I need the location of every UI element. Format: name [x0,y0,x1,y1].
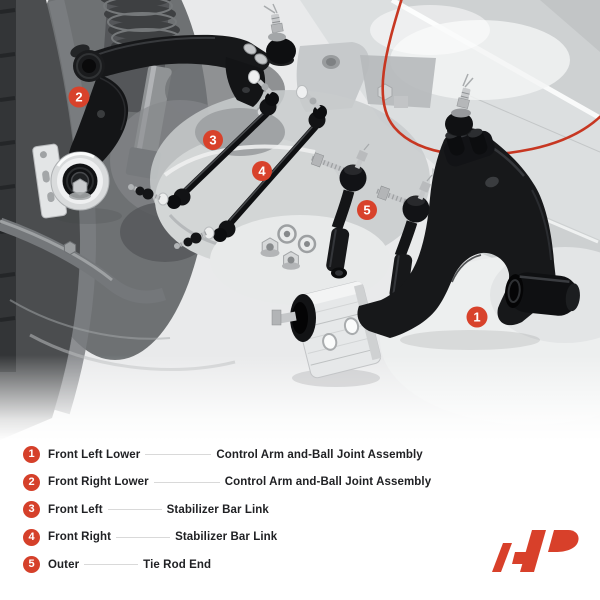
legend-connector-4 [116,536,171,538]
legend-marker-2: 2 [23,473,40,491]
part-control-arm-right [271,73,580,387]
part-tie-rod-end-a [310,143,370,279]
ball-joint-left [263,3,296,66]
parts-legend: 1 Front Left Lower Control Arm and-Ball … [23,445,431,574]
legend-connector-3 [107,509,162,510]
legend-part-4: Stabilizer Bar Link [175,531,278,543]
parts-photo: 1 2 3 4 5 [0,0,600,441]
callout-number-1: 1 [473,310,480,325]
legend-part-1: Control Arm and-Ball Joint Assembly [216,448,423,461]
legend-position-2: Front Right Lower [48,476,149,488]
legend-row-1: 1 Front Left Lower Control Arm and-Ball … [23,445,431,464]
photo-bottom-fade [0,355,600,441]
legend-marker-1: 1 [23,446,40,463]
bushing-left [50,151,110,211]
legend-row-5: 5 Outer Tie Rod End [23,555,431,574]
legend-marker-3: 3 [23,501,40,518]
callout-marker-3: 3 [203,130,223,150]
part-stabilizer-link-left [128,70,279,209]
part-stabilizer-link-right [174,85,327,249]
legend-connector-1 [145,454,212,455]
legend-connector-2 [153,481,220,483]
legend-marker-5: 5 [23,556,40,573]
ball-joint-right [445,73,474,136]
callout-number-5: 5 [363,203,370,218]
legend-row-2: 2 Front Right Lower Control Arm and-Ball… [23,473,431,492]
callout-marker-2: 2 [68,86,90,108]
legend-position-5: Outer [48,558,80,571]
legend-marker-4: 4 [23,528,40,546]
legend-position-1: Front Left Lower [48,448,141,461]
callout-marker-5: 5 [357,200,377,220]
callout-number-4: 4 [258,164,266,179]
legend-row-3: 3 Front Left Stabilizer Bar Link [23,500,431,519]
legend-part-3: Stabilizer Bar Link [166,503,269,516]
legend-part-5: Tie Rod End [143,558,212,571]
accent-arc [381,0,600,157]
part-hardware [260,224,317,270]
legend-position-4: Front Right [48,531,112,543]
callout-marker-1: 1 [466,306,488,328]
callout-number-3: 3 [209,133,216,148]
legend-connector-5 [84,564,139,565]
brand-logo-icon [492,530,579,572]
callout-marker-4: 4 [252,161,272,181]
bushing-block-right [271,281,382,387]
legend-part-2: Control Arm and-Ball Joint Assembly [224,476,432,488]
legend-row-4: 4 Front Right Stabilizer Bar Link [23,528,431,547]
legend-position-3: Front Left [48,503,103,516]
background-subframe [150,90,430,305]
part-control-arm-left [32,3,296,224]
callout-number-2: 2 [75,90,82,105]
